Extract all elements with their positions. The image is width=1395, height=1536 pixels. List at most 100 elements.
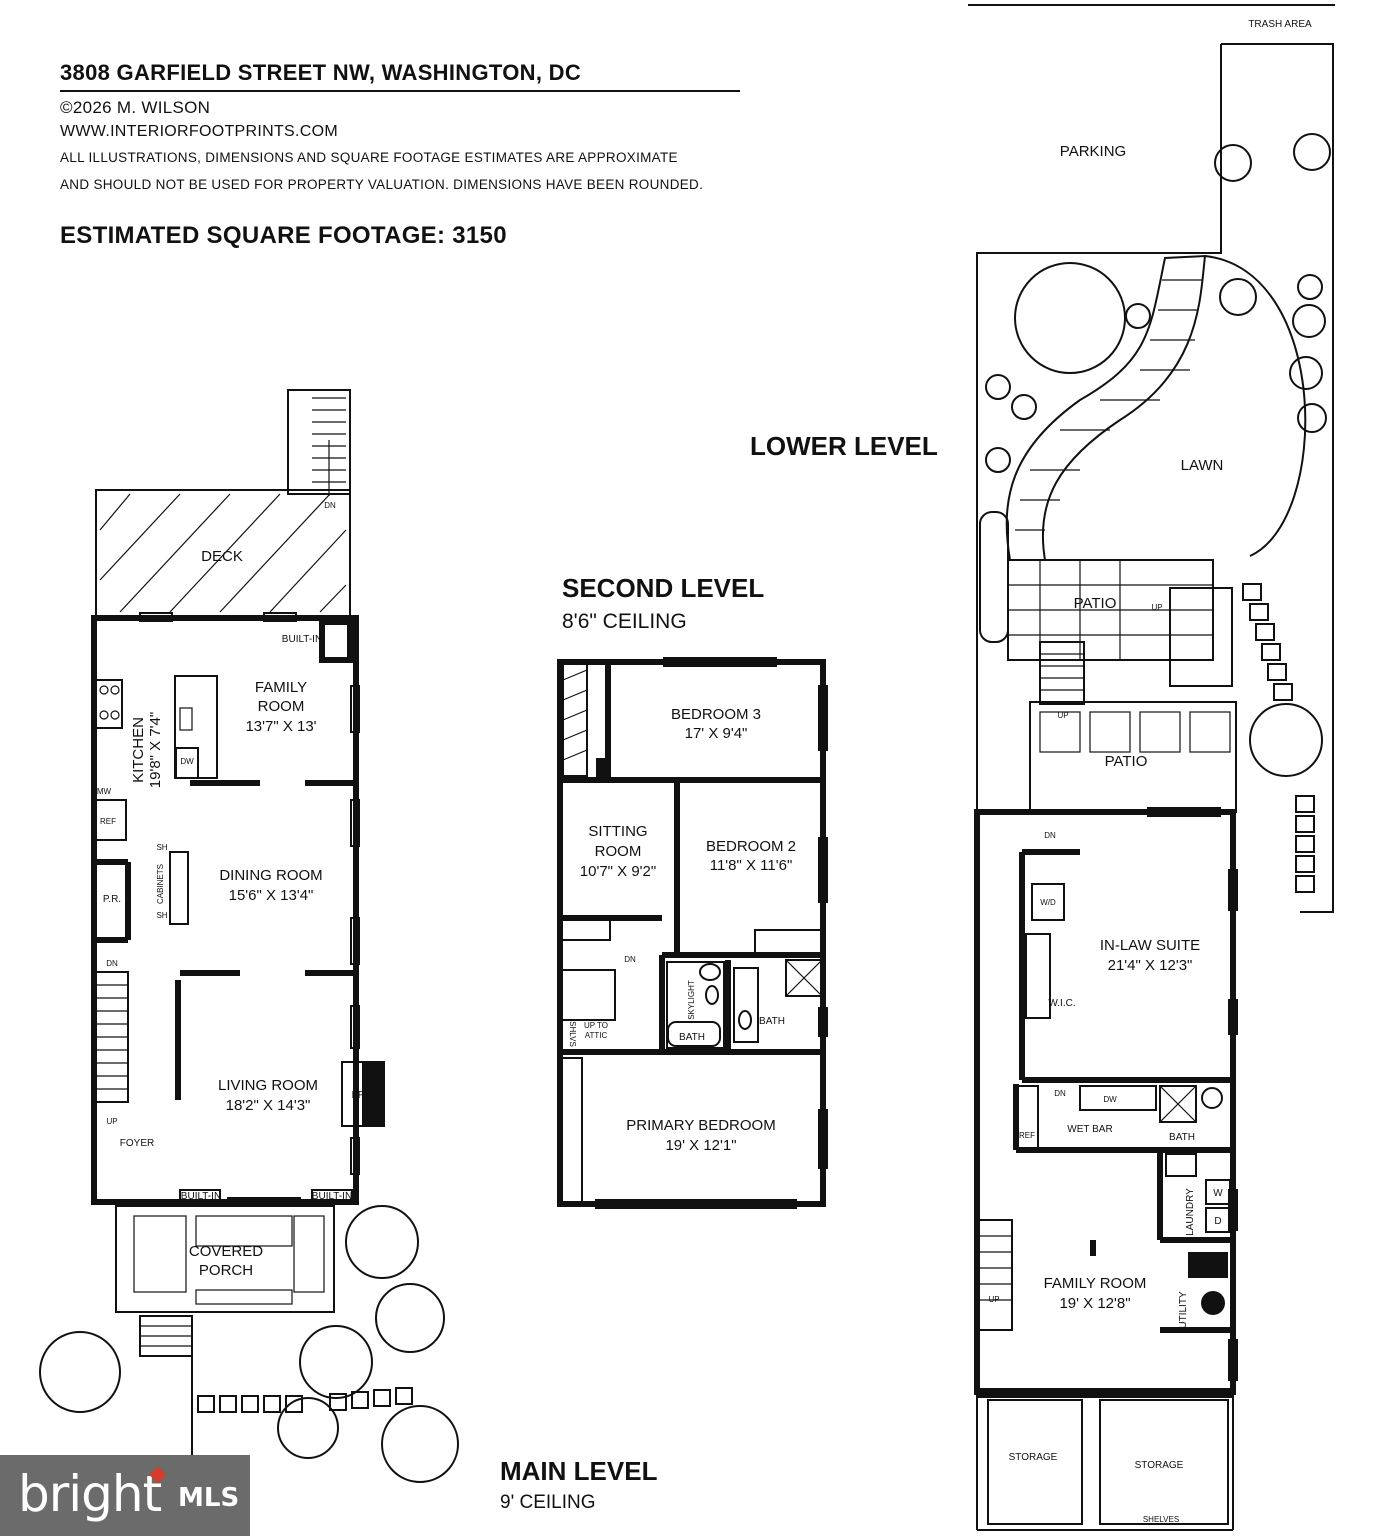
rear-stair-dn: DN (324, 501, 336, 510)
main-level-title: MAIN LEVEL (500, 1456, 658, 1486)
stair-dn: DN (106, 959, 118, 968)
bedroom2-name: BEDROOM 2 (706, 838, 796, 855)
sitting-room-dims: 10'7" X 9'2" (580, 863, 656, 880)
up-to-attic-2: ATTIC (585, 1031, 608, 1040)
main-level-outline (91, 615, 359, 1205)
built-in-front-left: BUILT-IN (181, 1191, 221, 1202)
sitting-room-name-2: ROOM (595, 843, 642, 860)
kitchen-dims: 19'8" X 7'4" (147, 712, 164, 788)
fireplace-hearth (362, 1062, 384, 1126)
covered-porch (115, 1205, 335, 1313)
sitting-closet (561, 917, 611, 941)
hedge (979, 511, 1009, 643)
storage-left-label: STORAGE (1009, 1452, 1058, 1463)
trash-area-label: TRASH AREA (1248, 19, 1312, 30)
lower-patio-up: UP (1057, 711, 1068, 720)
primary-bedroom-dims: 19' X 12'1" (665, 1137, 736, 1154)
second-level-outline (557, 659, 826, 1207)
deck-label: DECK (201, 548, 243, 565)
family-built-in (319, 619, 353, 663)
lower-family-room-dims: 19' X 12'8" (1059, 1295, 1130, 1312)
living-room-name: LIVING ROOM (218, 1077, 318, 1094)
dining-room-name: DINING ROOM (219, 867, 322, 884)
lower-bath-label: BATH (1169, 1132, 1195, 1143)
shower (785, 959, 823, 997)
rear-stair (287, 389, 351, 495)
front-built-in-left (179, 1189, 221, 1201)
lawn-edge (1204, 255, 1307, 557)
second-stair-dn: DN (624, 955, 636, 964)
watermark-brand: bright (18, 1465, 162, 1523)
main-level-ceiling: 9' CEILING (500, 1492, 596, 1513)
dryer-label: D (1214, 1216, 1221, 1227)
lower-level-title: LOWER LEVEL (750, 431, 938, 461)
stepping-stones (1242, 583, 1315, 893)
ref-label: REF (100, 817, 116, 826)
deck-hatching (99, 493, 347, 613)
bathtub (667, 1021, 721, 1047)
furnace (1201, 1291, 1225, 1315)
lower-stairs (977, 1219, 1013, 1331)
laundry-label: LAUNDRY (1185, 1188, 1196, 1236)
watermark-suffix: MLS (178, 1483, 240, 1513)
walkway-stones (197, 1387, 413, 1413)
front-trees (39, 1205, 459, 1483)
bedroom3-closet (562, 663, 588, 777)
powder-room-label: P.R. (103, 894, 121, 905)
covered-porch-name-1: COVERED (189, 1243, 263, 1260)
hall-bath-label: BATH (679, 1032, 705, 1043)
vanity (733, 967, 759, 1043)
lower-ref-label: REF (1019, 1131, 1035, 1140)
sh-label-top: SH (156, 843, 167, 852)
wet-bar-ref (1015, 1085, 1039, 1149)
primary-bedroom-name: PRIMARY BEDROOM (626, 1117, 775, 1134)
lower-sink (1201, 1087, 1223, 1109)
dw-label: DW (180, 757, 194, 766)
utility-label: UTILITY (1178, 1291, 1189, 1329)
covered-porch-name-2: PORCH (199, 1262, 253, 1279)
patio-up: UP (1151, 603, 1162, 612)
wet-bar-label: WET BAR (1067, 1124, 1112, 1135)
skylight-label: SKYLIGHT (687, 980, 696, 1020)
second-level-plan: SECOND LEVEL 8'6" CEILING (557, 573, 828, 1209)
lower-level-plan: LOWER LEVEL TRASH AREA PARKING LAWN (750, 4, 1335, 1531)
primary-closet (561, 1057, 583, 1203)
main-level-plan: DN DECK (39, 389, 658, 1513)
dining-room-dims: 15'6" X 13'4" (229, 887, 314, 904)
website: WWW.INTERIORFOOTPRINTS.COM (60, 123, 338, 140)
front-built-in-right (311, 1189, 353, 1201)
in-law-suite-name: IN-LAW SUITE (1100, 937, 1200, 954)
family-room-dims: 13'7" X 13' (245, 718, 316, 735)
title-underline (60, 90, 740, 92)
cabinets-label: CABINETS (156, 864, 165, 904)
upper-patio-label: PATIO (1074, 595, 1117, 612)
second-stairs (559, 969, 616, 1021)
dining-cabinets (169, 851, 189, 925)
shlvs-label: SHLVS (568, 1021, 577, 1047)
sitting-room-name-1: SITTING (588, 823, 647, 840)
second-level-title: SECOND LEVEL (562, 573, 764, 603)
up-to-attic-1: UP TO (584, 1021, 608, 1030)
family-room-name-1: FAMILY (255, 679, 307, 696)
lower-dn-2: DN (1054, 1089, 1066, 1098)
lower-dw-label: DW (1103, 1095, 1117, 1104)
bedroom3-name: BEDROOM 3 (671, 706, 761, 723)
square-footage: ESTIMATED SQUARE FOOTAGE: 3150 (60, 222, 507, 249)
refrigerator (95, 799, 127, 841)
wic-label: W.I.C. (1048, 998, 1075, 1009)
kitchen-name: KITCHEN (130, 717, 147, 783)
foyer-label: FOYER (120, 1138, 154, 1149)
shelves-label: SHELVES (1143, 1515, 1179, 1524)
lower-shower (1159, 1085, 1197, 1123)
stair-up: UP (106, 1117, 117, 1126)
primary-bath-label: BATH (759, 1016, 785, 1027)
bedroom2-closet (754, 929, 822, 955)
disclaimer-line-1: ALL ILLUSTRATIONS, DIMENSIONS AND SQUARE… (60, 150, 678, 165)
wic-shelving (1025, 933, 1051, 1019)
hall-bath (666, 961, 725, 1049)
yard-trees (985, 133, 1331, 777)
storage-right (1099, 1399, 1229, 1525)
sink (179, 707, 193, 731)
bedroom2-dims: 11'8" X 11'6" (710, 857, 793, 874)
